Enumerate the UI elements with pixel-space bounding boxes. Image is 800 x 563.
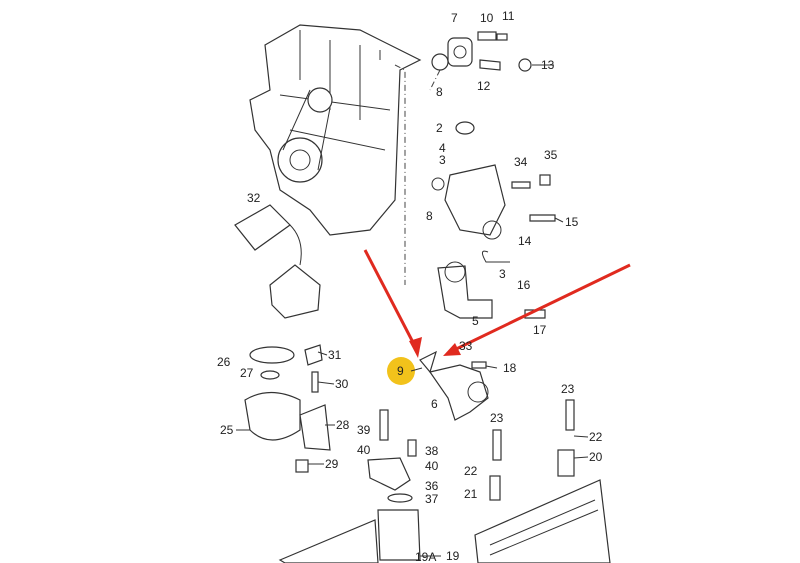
callout: 27 [240, 366, 254, 380]
expansion-tank-group [234, 204, 331, 473]
callout: 3 [439, 153, 446, 167]
upper-parts [431, 31, 556, 319]
callout: 6 [431, 397, 438, 411]
callout: 22 [589, 430, 603, 444]
callout: 31 [328, 348, 342, 362]
callout: 4 [439, 141, 446, 155]
callout: 19 [446, 549, 460, 563]
callout: 11 [502, 9, 515, 23]
alignment-line [394, 64, 441, 285]
callout: 10 [480, 11, 494, 25]
lower-parts [278, 350, 611, 563]
callout: 23 [561, 382, 575, 396]
callout: 7 [451, 11, 458, 25]
callout: 39 [357, 423, 371, 437]
callout-highlighted: 9 [397, 364, 404, 378]
engine-block [249, 24, 422, 236]
callout: 29 [325, 457, 339, 471]
callout: 23 [490, 411, 504, 425]
callout: 34 [514, 155, 528, 169]
callout: 40 [425, 459, 439, 473]
callout: 20 [589, 450, 603, 464]
callout: 30 [335, 377, 349, 391]
highlight-marker [387, 357, 415, 385]
callout: 33 [459, 339, 473, 353]
callout: 32 [247, 191, 261, 205]
leader-lines [236, 64, 589, 557]
callout: 15 [565, 215, 579, 229]
callout: 16 [517, 278, 531, 292]
callout: 3 [499, 267, 506, 281]
callout: 18 [503, 361, 517, 375]
callout-labels: 7 10 11 13 8 12 2 4 3 34 35 8 15 14 32 3… [217, 9, 603, 563]
callout: 37 [425, 492, 439, 506]
callout: 8 [436, 85, 443, 99]
callout: 35 [544, 148, 558, 162]
callout: 17 [533, 323, 547, 337]
callout: 40 [357, 443, 371, 457]
callout: 36 [425, 479, 439, 493]
callout: 5 [472, 314, 479, 328]
callout: 12 [477, 79, 491, 93]
callout: 38 [425, 444, 439, 458]
callout: 2 [436, 121, 443, 135]
red-arrows [363, 249, 631, 358]
callout: 26 [217, 355, 231, 369]
callout: 14 [518, 234, 532, 248]
callout: 28 [336, 418, 350, 432]
callout: 25 [220, 423, 234, 437]
callout: 8 [426, 209, 433, 223]
callout: 21 [464, 487, 478, 501]
callout: 22 [464, 464, 478, 478]
